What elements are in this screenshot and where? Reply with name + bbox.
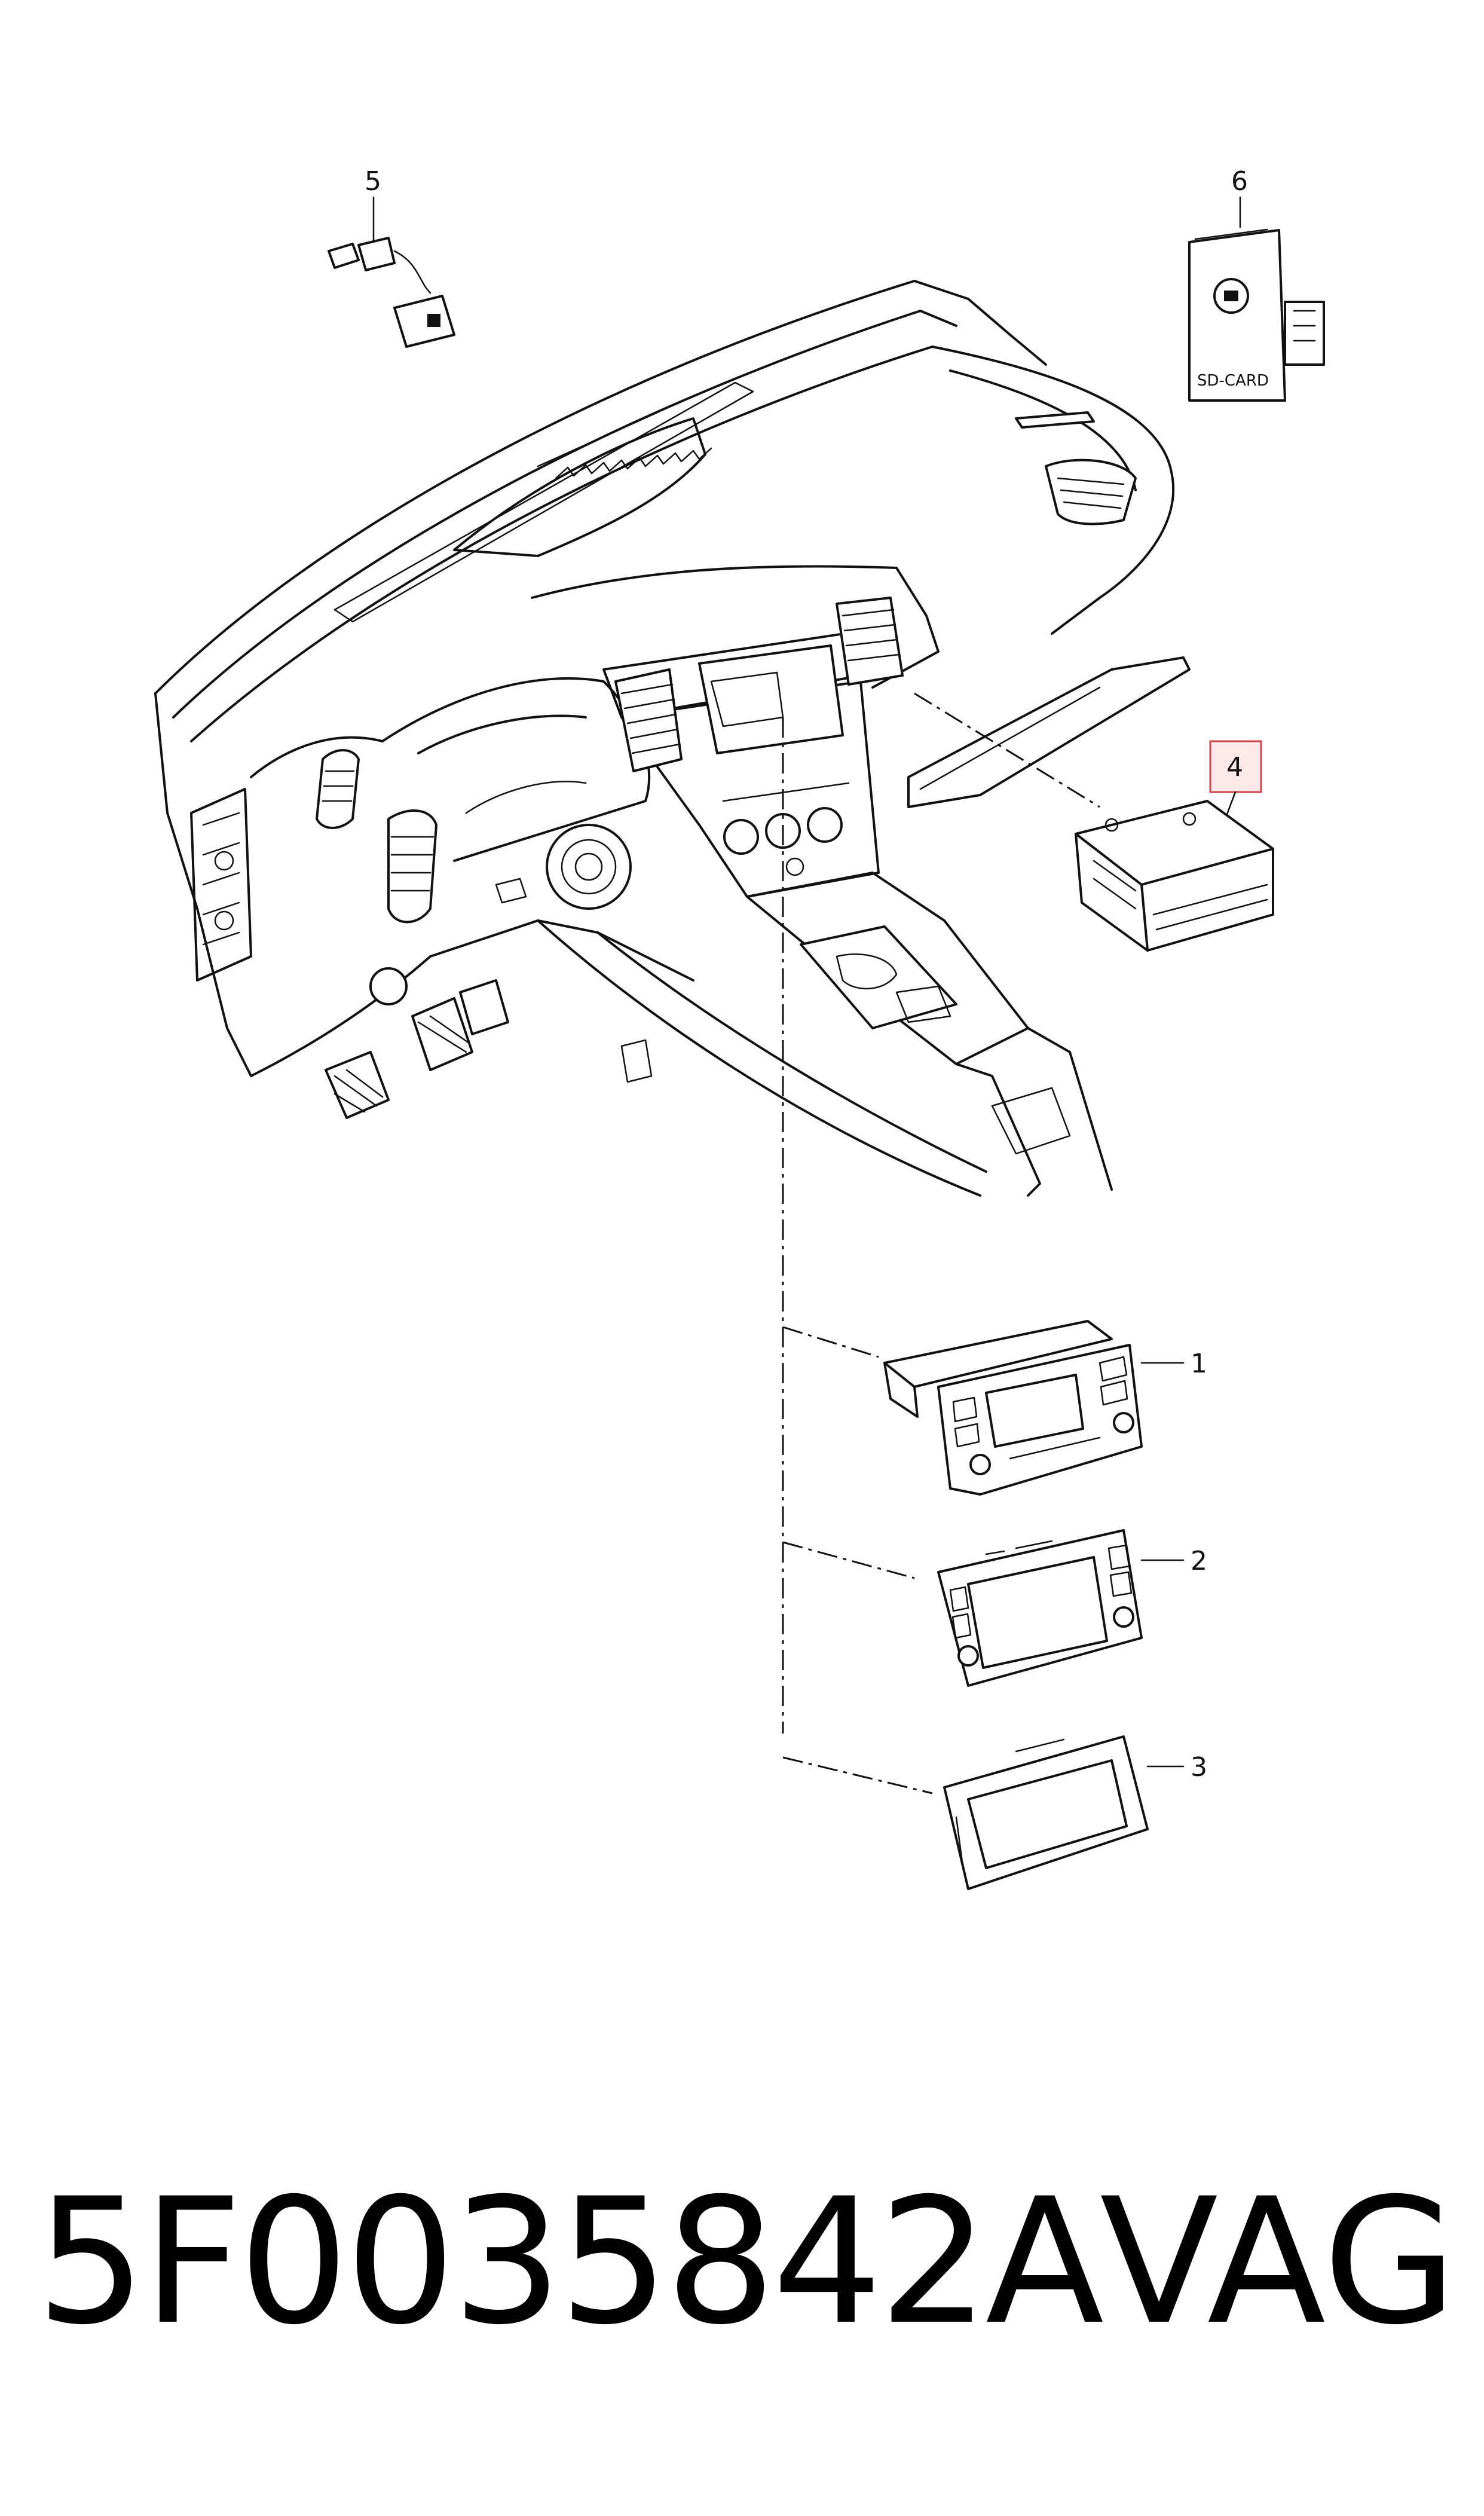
leader-lines — [782, 692, 1100, 1794]
part-3-large-display — [943, 1735, 1185, 1890]
dashboard-illustration — [154, 280, 1191, 1197]
part-5-cable-adapter — [328, 196, 455, 348]
part-number-text: 5F0035842A — [36, 2162, 1104, 2363]
sd-card-label: SD-CARD — [1197, 372, 1269, 390]
callout-1: 1 — [1191, 1349, 1207, 1379]
callout-3: 3 — [1191, 1752, 1207, 1783]
callout-4: 4 — [1226, 752, 1243, 782]
callout-labels: 5 6 4 1 2 3 — [365, 166, 1248, 1783]
callout-2: 2 — [1191, 1546, 1207, 1576]
part-6-sd-card: SD-CARD — [1188, 196, 1325, 402]
callout-5: 5 — [365, 166, 381, 197]
brand-text: VAG — [1100, 2162, 1457, 2363]
callout-4-highlight-box — [1209, 740, 1262, 793]
part-2-touch-radio — [937, 1529, 1185, 1687]
callout-6: 6 — [1231, 166, 1248, 197]
defrost-grille — [555, 447, 712, 479]
part-4-radio-module — [1075, 740, 1274, 952]
part-1-basic-radio — [883, 1320, 1185, 1496]
